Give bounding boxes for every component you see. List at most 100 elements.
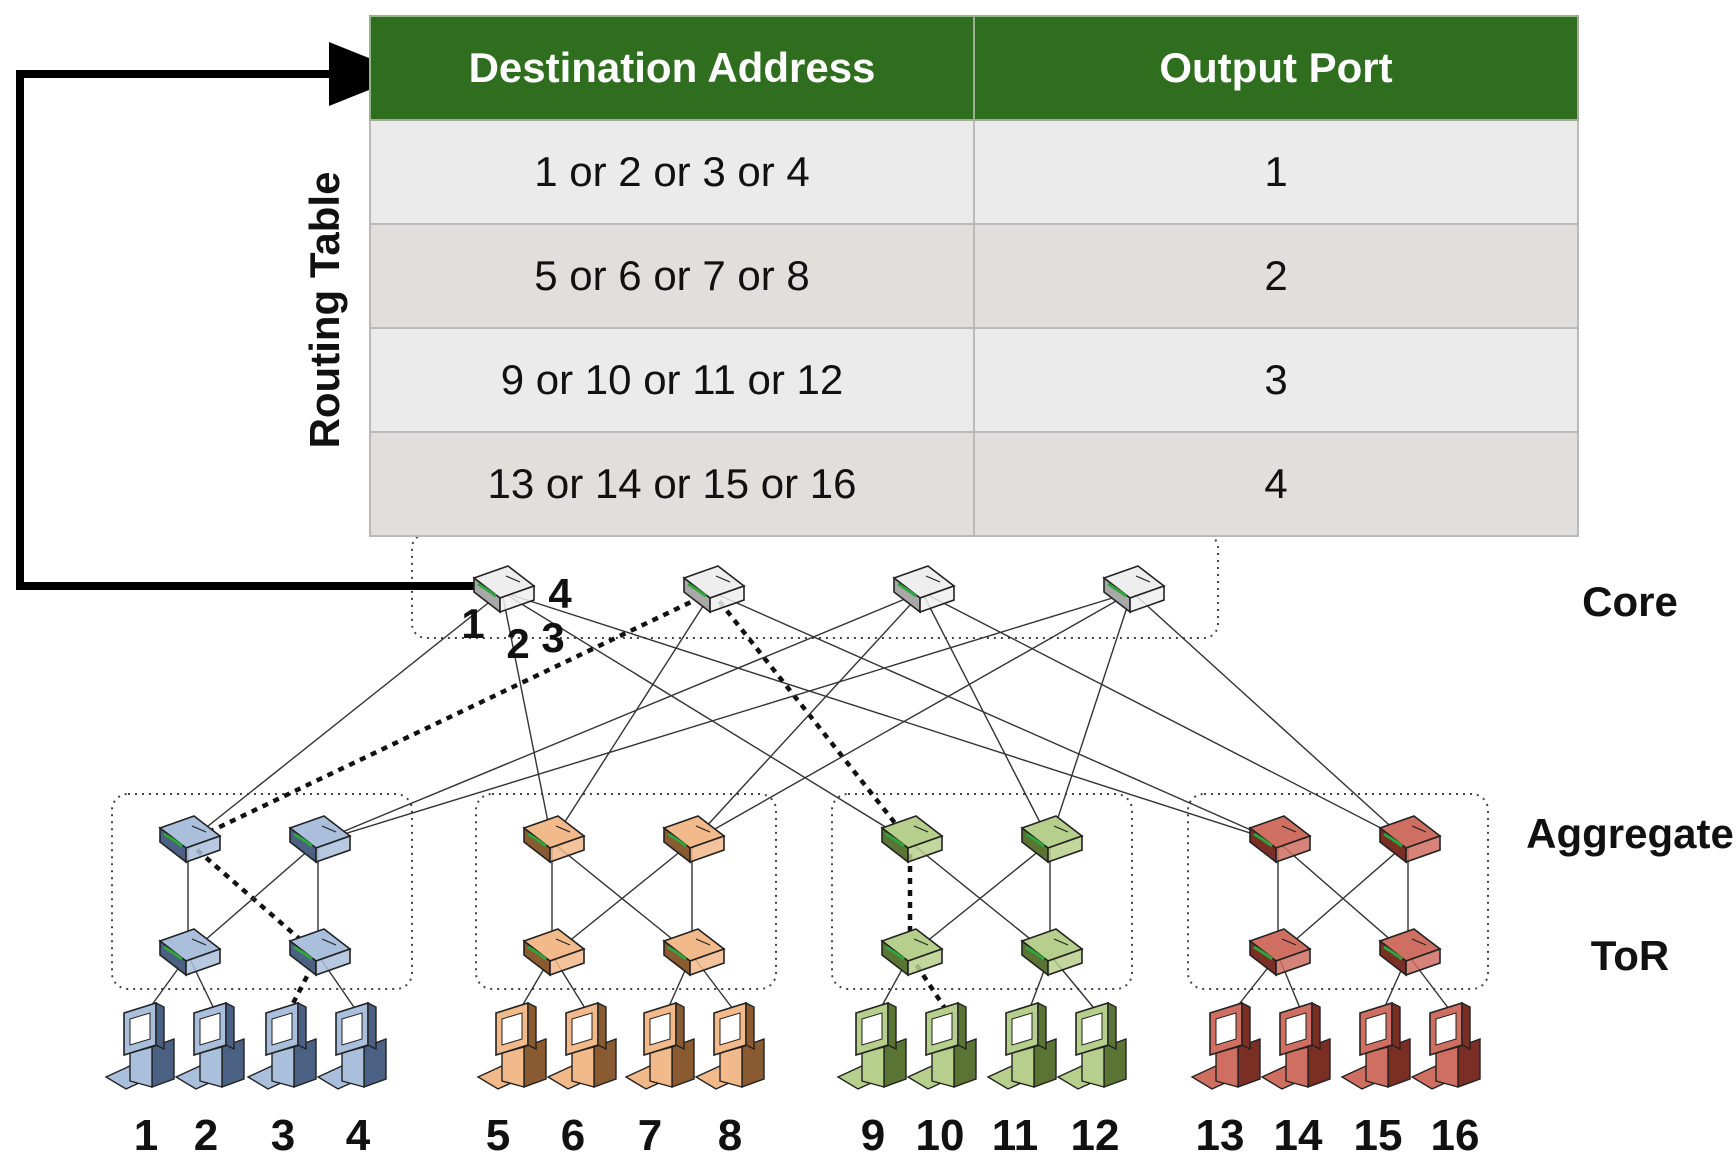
- network-link: [691, 591, 1133, 843]
- network-link: [551, 591, 713, 843]
- aggregate-switch-icon: [1378, 815, 1442, 864]
- network-link: [501, 591, 553, 843]
- header-output-port: Output Port: [973, 15, 1579, 121]
- host-label: 3: [271, 1111, 295, 1160]
- host-label: 1: [134, 1111, 158, 1160]
- destination-cell: 9 or 10 or 11 or 12: [369, 327, 975, 433]
- pod-group-box: [831, 793, 1133, 990]
- header-destination-address: Destination Address: [369, 15, 975, 121]
- desktop-computer-icon: [1056, 1001, 1127, 1090]
- routing-table-label: Routing Table: [301, 171, 348, 449]
- desktop-computer-icon: [104, 1001, 175, 1090]
- routing-table: Destination Address Output Port 1 or 2 o…: [369, 15, 1579, 537]
- network-link: [551, 841, 693, 956]
- host-label: 4: [346, 1111, 371, 1160]
- network-link: [501, 591, 911, 843]
- aggregate-switch-icon: [158, 815, 222, 864]
- port-cell: 2: [973, 223, 1579, 329]
- tor-switch-icon: [662, 928, 726, 977]
- host-label: 14: [1274, 1111, 1323, 1160]
- aggregate-switch-icon: [880, 815, 944, 864]
- tor-switch-icon: [1020, 928, 1084, 977]
- tor-switch-icon: [880, 928, 944, 977]
- desktop-computer-icon: [1410, 1001, 1481, 1090]
- host-label: 15: [1354, 1111, 1403, 1160]
- port-cell: 1: [973, 119, 1579, 225]
- highlighted-route-link: [187, 589, 713, 845]
- host-label: 12: [1071, 1111, 1120, 1160]
- host-label: 16: [1431, 1111, 1480, 1160]
- core-port-label: 2: [506, 620, 529, 667]
- tor-switch-icon: [158, 928, 222, 977]
- aggregate-switch-icon: [1020, 815, 1084, 864]
- desktop-computer-icon: [546, 1001, 617, 1090]
- desktop-computer-icon: [906, 1001, 977, 1090]
- routing-table-arrow: [16, 42, 475, 590]
- desktop-computer-icon: [476, 1001, 547, 1090]
- network-link: [921, 591, 1409, 843]
- host-label: 6: [561, 1111, 585, 1160]
- port-cell: 4: [973, 431, 1579, 537]
- tor-switch-icon: [288, 928, 352, 977]
- core-port-label: 4: [548, 570, 572, 617]
- network-link: [711, 591, 1279, 843]
- routing-table-header: Destination Address Output Port: [369, 15, 1579, 121]
- tor-switch-icon: [1248, 928, 1312, 977]
- desktop-computer-icon: [1260, 1001, 1331, 1090]
- network-link: [909, 841, 1051, 956]
- host-label: 8: [718, 1111, 742, 1160]
- core-switch-icon: [472, 565, 536, 614]
- network-link: [187, 841, 319, 956]
- core-switch-icon: [682, 565, 746, 614]
- desktop-computer-icon: [1190, 1001, 1261, 1090]
- tor-switch-icon: [1378, 928, 1442, 977]
- core-switch-icon: [1102, 565, 1166, 614]
- aggregate-switch-icon: [662, 815, 726, 864]
- host-label: 7: [638, 1111, 662, 1160]
- tor-switch-icon: [522, 928, 586, 977]
- pod-group-box: [1187, 793, 1489, 990]
- host-label: 10: [916, 1111, 965, 1160]
- core-port-label: 1: [461, 600, 484, 647]
- network-link: [691, 591, 923, 843]
- network-link: [1131, 591, 1409, 843]
- table-row: 9 or 10 or 11 or 12 3: [369, 327, 1579, 433]
- table-row: 1 or 2 or 3 or 4 1: [369, 119, 1579, 225]
- desktop-computer-icon: [624, 1001, 695, 1090]
- pod-group-box: [111, 793, 413, 990]
- host-label: 5: [486, 1111, 510, 1160]
- layer-label-tor: ToR: [1591, 932, 1670, 979]
- core-switch-icon: [892, 565, 956, 614]
- host-label: 11: [992, 1111, 1039, 1160]
- host-label: 2: [194, 1111, 218, 1160]
- core-port-label: 3: [541, 614, 564, 661]
- aggregate-switch-icon: [522, 815, 586, 864]
- network-link: [317, 591, 923, 843]
- desktop-computer-icon: [246, 1001, 317, 1090]
- desktop-computer-icon: [174, 1001, 245, 1090]
- table-row: 5 or 6 or 7 or 8 2: [369, 223, 1579, 329]
- port-cell: 3: [973, 327, 1579, 433]
- network-link: [921, 591, 1051, 843]
- table-row: 13 or 14 or 15 or 16 4: [369, 431, 1579, 537]
- host-label: 13: [1196, 1111, 1245, 1160]
- destination-cell: 13 or 14 or 15 or 16: [369, 431, 975, 537]
- pod-group-box: [475, 793, 777, 990]
- desktop-computer-icon: [316, 1001, 387, 1090]
- network-link: [317, 591, 1133, 843]
- aggregate-switch-icon: [1248, 815, 1312, 864]
- desktop-computer-icon: [836, 1001, 907, 1090]
- network-link: [187, 591, 503, 843]
- desktop-computer-icon: [986, 1001, 1057, 1090]
- desktop-computer-icon: [694, 1001, 765, 1090]
- highlighted-route-link: [710, 590, 912, 844]
- network-link: [501, 591, 1279, 843]
- network-link: [1049, 591, 1133, 843]
- network-link: [1277, 841, 1409, 956]
- desktop-computer-icon: [1340, 1001, 1411, 1090]
- destination-cell: 1 or 2 or 3 or 4: [369, 119, 975, 225]
- layer-label-aggregate: Aggregate: [1526, 810, 1734, 857]
- aggregate-switch-icon: [288, 815, 352, 864]
- host-label: 9: [861, 1111, 885, 1160]
